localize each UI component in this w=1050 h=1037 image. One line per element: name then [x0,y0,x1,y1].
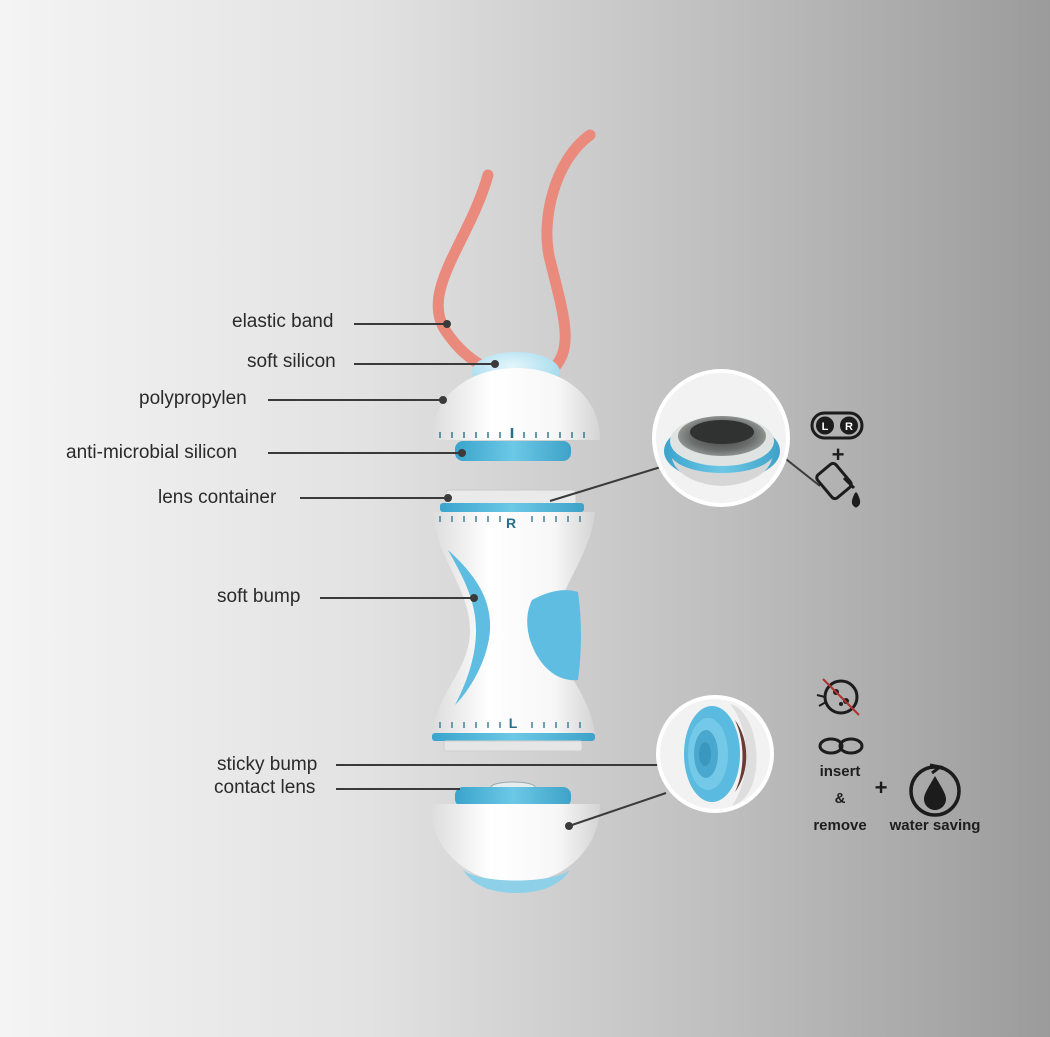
elastic-band [432,129,596,378]
leader-lines [268,320,821,830]
lens-case-letter-l: L [822,421,829,433]
solution-bottle-icon [815,461,861,508]
anti-microbial-ring [455,441,571,461]
water-saving-icon [909,763,961,817]
caption-insert: insert [819,763,861,780]
label-soft-silicon: soft silicon [247,351,336,372]
top-cap [432,368,600,440]
zoom-lens-container [652,369,790,507]
body-mark-r: R [506,515,516,531]
lens-case-icon [810,411,864,440]
caption-ampersand: & [834,790,846,807]
label-polypropylen: polypropylen [139,388,247,409]
label-contact-lens: contact lens [214,777,316,798]
bottom-ring [455,787,571,807]
zoom-sticky-bump [656,695,774,813]
contact-lenses-icon [818,737,864,755]
no-bacteria-icon [816,678,860,716]
label-sticky-bump: sticky bump [217,754,318,775]
lens-container [440,489,584,512]
label-lens-container: lens container [158,487,277,508]
caption-remove: remove [813,817,867,834]
label-soft-bump: soft bump [217,586,301,607]
bottom-cap [430,804,600,893]
plus-sign-top: + [832,442,845,467]
caption-water-saving: water saving [889,817,981,834]
label-anti-microbial-silicon: anti-microbial silicon [66,442,238,463]
label-elastic-band: elastic band [232,311,334,332]
main-body [432,512,595,752]
plus-sign-bottom: + [875,775,888,800]
body-mark-l: L [509,715,518,731]
lens-case-letter-r: R [845,421,853,433]
